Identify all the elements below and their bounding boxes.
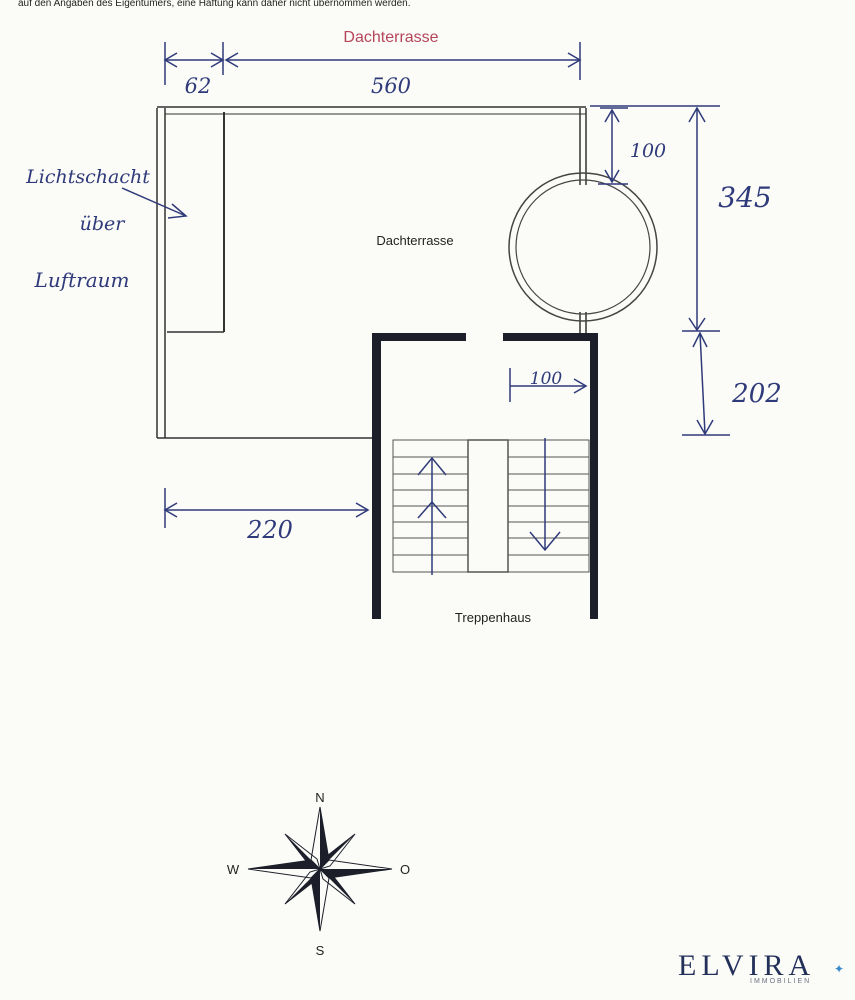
room-label-terrace: Dachterrasse — [376, 233, 453, 248]
dim-100-top: 100 — [630, 140, 666, 162]
stair-up-arrow — [417, 456, 447, 575]
compass-s: S — [316, 943, 325, 958]
dim-62: 62 — [185, 74, 212, 98]
dim-202: 202 — [731, 379, 782, 409]
dim-220: 220 — [246, 516, 293, 544]
terrace-walls — [156, 106, 587, 439]
note-line-2: über — [80, 213, 127, 235]
plan-title: Dachterrasse — [343, 29, 438, 46]
elvira-logo: ELVIRA ✦ IMMOBILIEN — [678, 949, 848, 986]
stairwell-walls — [372, 333, 598, 619]
staircase — [392, 439, 590, 573]
stair-down-arrow — [529, 438, 561, 552]
dimension-lines — [121, 42, 730, 528]
sparkle-icon: ✦ — [834, 962, 845, 976]
logo-sub: IMMOBILIEN — [750, 978, 812, 985]
room-label-stairwell: Treppenhaus — [455, 610, 532, 625]
compass-w: W — [227, 862, 240, 877]
compass-n: N — [315, 790, 324, 805]
compass-rose-icon — [247, 806, 393, 932]
note-line-3: Luftraum — [34, 268, 130, 292]
dim-560: 560 — [371, 74, 411, 98]
note-line-1: Lichtschacht — [25, 166, 150, 188]
compass-o: O — [400, 862, 410, 877]
dim-100-inner: 100 — [530, 369, 563, 389]
disclaimer-text: auf den Angaben des Eigentümers, eine Ha… — [18, 0, 411, 9]
round-skylight — [508, 172, 658, 322]
dim-345: 345 — [718, 181, 771, 214]
logo-name: ELVIRA — [678, 949, 816, 982]
